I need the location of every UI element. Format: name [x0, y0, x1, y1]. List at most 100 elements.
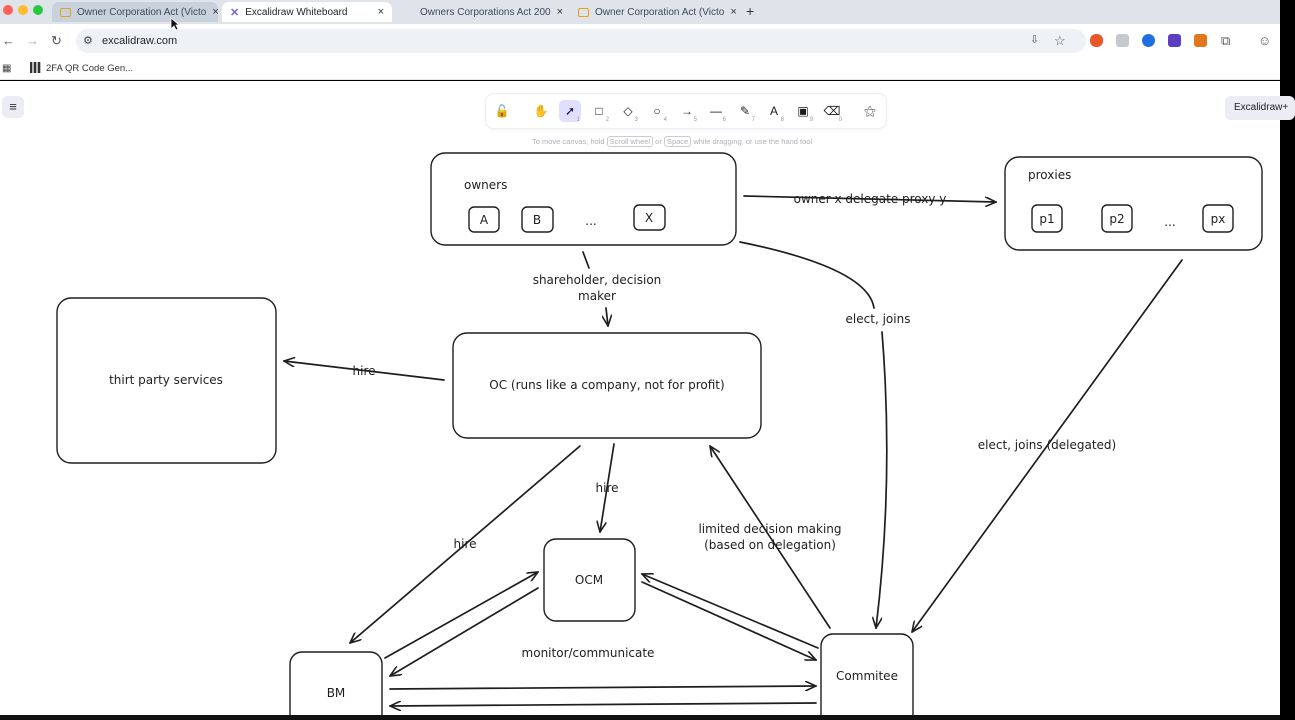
tool-hand[interactable]: ✋ — [530, 100, 552, 122]
owner-x-box[interactable] — [633, 204, 666, 231]
arrow-oc-to-bm[interactable] — [350, 445, 581, 643]
minimize-window-icon[interactable] — [18, 5, 28, 15]
install-app-icon[interactable]: ⇩ — [1030, 34, 1040, 46]
proxies-box[interactable] — [1004, 156, 1263, 251]
label-hire-bm[interactable]: hire — [454, 537, 477, 551]
bm-box[interactable] — [289, 651, 383, 720]
owner-a-box[interactable] — [468, 206, 500, 233]
committee-box[interactable] — [820, 633, 914, 720]
label-delegate[interactable]: owner x delegate proxy y — [794, 192, 947, 206]
owner-b-box[interactable] — [521, 206, 554, 233]
maximize-window-icon[interactable] — [33, 5, 43, 15]
ellipse-icon: ○ — [653, 104, 661, 118]
address-bar[interactable] — [76, 29, 1086, 53]
close-tab-icon[interactable]: × — [556, 6, 564, 18]
proxy-p2-label: p2 — [1109, 212, 1124, 226]
arrow-ocm-to-bm[interactable] — [390, 587, 539, 676]
proxy-p1-box[interactable] — [1031, 204, 1063, 233]
tool-diamond[interactable]: ◇3 — [617, 100, 639, 123]
arrow-committee-to-bm[interactable] — [390, 703, 817, 706]
label-elect-delegated[interactable]: elect, joins (delegated) — [978, 438, 1116, 452]
arrow-owners-to-oc[interactable] — [606, 307, 608, 326]
arrow-bm-to-ocm[interactable] — [384, 572, 538, 659]
third-party-box[interactable] — [56, 297, 277, 464]
tool-shortcut-key: 2 — [605, 117, 609, 123]
tool-ellipse[interactable]: ○4 — [646, 100, 668, 123]
lock-icon: 🔓 — [494, 104, 510, 118]
forward-icon[interactable]: → — [26, 33, 39, 48]
arrow-oc-to-third-party[interactable] — [284, 361, 445, 381]
tab-title: Excalidraw Whiteboard — [245, 6, 348, 18]
extension-shield-icon[interactable] — [1090, 34, 1103, 47]
back-icon[interactable]: ← — [2, 33, 15, 48]
line-icon: — — [710, 104, 722, 118]
pencil-icon: ✎ — [739, 104, 751, 118]
label-limited-2[interactable]: (based on delegation) — [704, 538, 836, 552]
tool-pencil[interactable]: ✎7 — [734, 100, 756, 123]
ocm-box[interactable] — [543, 538, 636, 622]
arrow-ocm-to-committee[interactable] — [641, 581, 816, 660]
oc-box[interactable] — [452, 332, 762, 439]
excalidraw-plus-button[interactable]: Excalidraw+ — [1225, 96, 1295, 120]
tool-shortcut-key: 6 — [722, 117, 726, 123]
extension-grey-icon[interactable] — [1116, 34, 1129, 47]
extensions-puzzle-icon[interactable]: ⧉ — [1221, 33, 1231, 48]
arrow-oc-to-ocm[interactable] — [600, 443, 615, 532]
extension-magnifier-icon[interactable] — [1142, 34, 1155, 47]
oc-label: OC (runs like a company, not for profit) — [489, 378, 724, 392]
bookmark-2fa-qr[interactable]: 2FA QR Code Gen... — [46, 63, 134, 74]
tab-excalidraw-whiteboard[interactable]: ✕ Excalidraw Whiteboard × — [222, 2, 392, 22]
url-text[interactable]: excalidraw.com — [102, 35, 178, 47]
tool-shortcut-key: 1 — [576, 117, 580, 123]
proxy-p2-box[interactable] — [1101, 204, 1133, 233]
label-shareholder-2[interactable]: maker — [578, 289, 616, 303]
label-elect-joins[interactable]: elect, joins — [846, 312, 911, 326]
close-tab-icon[interactable]: × — [377, 6, 384, 18]
apps-grid-icon[interactable]: ▦ — [2, 63, 12, 74]
arrow-owners-to-proxies[interactable] — [743, 195, 996, 202]
tool-image[interactable]: ▣9 — [792, 100, 814, 123]
label-limited-1[interactable]: limited decision making — [698, 522, 841, 536]
tool-line[interactable]: —6 — [705, 100, 727, 123]
tool-lock[interactable]: 🔓 — [491, 100, 513, 122]
eraser-icon: ⌫ — [823, 104, 841, 118]
tool-eraser[interactable]: ⌫0 — [821, 100, 843, 123]
tab-owner-corporation-act-2[interactable]: Owner Corporation Act (Victo × — [570, 2, 740, 22]
label-shareholder-1[interactable]: shareholder, decision — [533, 273, 662, 287]
extension-fox-icon[interactable] — [1194, 34, 1207, 47]
bookmark-star-icon[interactable]: ☆ — [1054, 33, 1066, 48]
close-window-icon[interactable] — [3, 5, 13, 15]
label-hire-ocm[interactable]: hire — [596, 481, 619, 495]
close-tab-icon[interactable]: × — [730, 6, 737, 18]
site-info-icon[interactable]: ⚙ — [83, 35, 93, 47]
bookmarks-bar — [0, 58, 1280, 80]
arrow-owners-to-committee[interactable] — [739, 241, 887, 628]
tab-owner-corporation-act-1[interactable]: Owner Corporation Act (Victo × — [52, 2, 219, 22]
hint-or: or — [655, 137, 662, 146]
close-tab-icon[interactable]: × — [212, 6, 219, 18]
hint-key-space: Space — [663, 136, 692, 147]
tab-owners-corporations-act[interactable]: Owners Corporations Act 200 × — [396, 2, 566, 22]
arrow-proxies-to-committee[interactable] — [912, 259, 1183, 632]
new-tab-icon[interactable]: + — [746, 3, 755, 19]
arrow-committee-to-oc[interactable] — [710, 446, 831, 629]
extension-purple-icon[interactable] — [1168, 34, 1181, 47]
reload-icon[interactable]: ↻ — [51, 33, 62, 48]
tool-shortcut-key: 8 — [780, 117, 784, 123]
main-menu-button[interactable]: ≡ — [2, 96, 24, 118]
arrow-bm-to-committee[interactable] — [389, 686, 816, 689]
line-owners-shareholder[interactable] — [582, 251, 590, 269]
tool-shortcut-key: 7 — [751, 117, 755, 123]
label-hire-third[interactable]: hire — [353, 364, 376, 378]
proxy-px-box[interactable] — [1202, 204, 1234, 233]
profile-icon[interactable]: ☺ — [1258, 33, 1272, 48]
tool-selection[interactable]: ➚1 — [559, 100, 581, 123]
arrow-committee-to-ocm[interactable] — [642, 574, 819, 649]
tool-rectangle[interactable]: □2 — [588, 100, 610, 123]
label-monitor[interactable]: monitor/communicate — [522, 646, 655, 660]
tool-shortcut-key: 5 — [693, 117, 697, 123]
tool-arrow[interactable]: →5 — [676, 100, 698, 123]
tool-more-tools[interactable]: ⚝ — [859, 100, 881, 122]
